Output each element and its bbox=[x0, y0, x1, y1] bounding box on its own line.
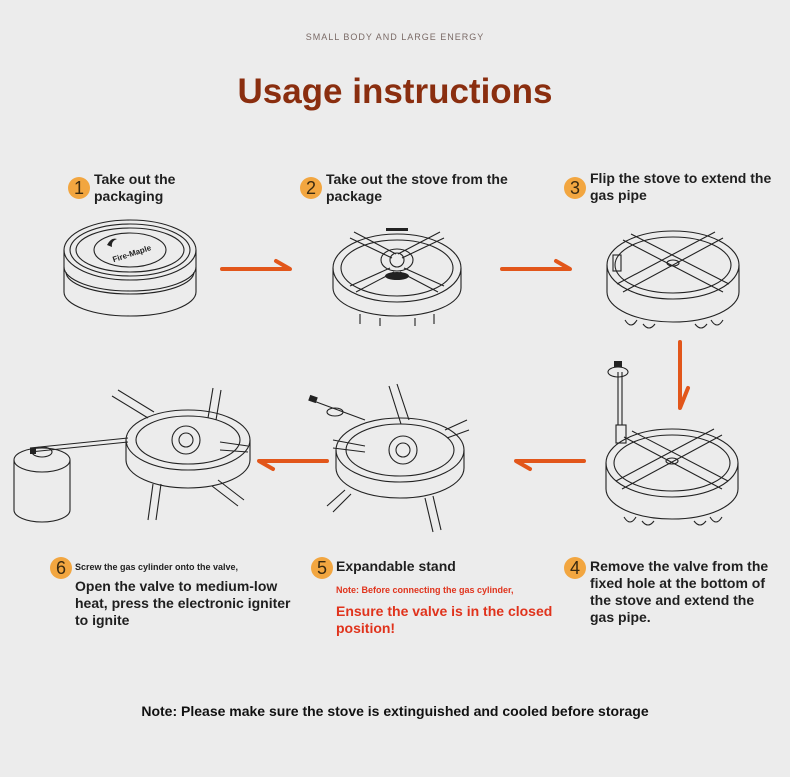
arrow-right-1 bbox=[220, 259, 292, 271]
step-6-line-2: heat, press the electronic igniter bbox=[75, 595, 291, 611]
step-2-text: Take out the stove from the package bbox=[326, 171, 508, 205]
step-5-warning-line-1: Ensure the valve is in the closed bbox=[336, 603, 553, 619]
step-1-badge: 1 bbox=[68, 177, 90, 199]
stove-flipped-illustration bbox=[606, 230, 740, 329]
step-6-text: Open the valve to medium-low heat, press… bbox=[75, 578, 291, 629]
step-4-line-1: Remove the valve from the bbox=[590, 558, 769, 574]
step-4-text: Remove the valve from the fixed hole at … bbox=[590, 558, 768, 626]
step-5-warning: Ensure the valve is in the closed positi… bbox=[336, 603, 552, 637]
step-4-badge: 4 bbox=[564, 557, 586, 579]
step-1-text: Take out the packaging bbox=[94, 171, 175, 205]
stove-valve-extended-illustration bbox=[605, 361, 739, 526]
step-3-line-1: Flip the stove to extend the bbox=[590, 170, 772, 186]
arrow-down-3 bbox=[678, 340, 690, 410]
page-title: Usage instructions bbox=[237, 72, 553, 111]
step-6-badge: 6 bbox=[50, 557, 72, 579]
step-5-warning-line-2: position! bbox=[336, 620, 396, 636]
stove-with-gas-cylinder-illustration bbox=[13, 387, 251, 523]
step-2-line-1: Take out the stove from the bbox=[326, 171, 508, 187]
step-4-line-3: the stove and extend the bbox=[590, 592, 755, 608]
step-1-line-2: packaging bbox=[94, 188, 164, 204]
step-1-line-1: Take out the bbox=[94, 171, 176, 187]
arrow-left-4 bbox=[514, 459, 586, 471]
step-6-small-text: Screw the gas cylinder onto the valve, bbox=[75, 562, 239, 572]
step-3-text: Flip the stove to extend the gas pipe bbox=[590, 170, 771, 204]
step-3-line-2: gas pipe bbox=[590, 187, 647, 203]
step-5-badge: 5 bbox=[311, 557, 333, 579]
step-4-line-4: gas pipe. bbox=[590, 609, 651, 625]
step-5-title: Expandable stand bbox=[336, 558, 456, 574]
step-6-line-3: to ignite bbox=[75, 612, 130, 628]
step-2-line-2: package bbox=[326, 188, 383, 204]
step-5-note-small: Note: Before connecting the gas cylinder… bbox=[336, 585, 514, 595]
step-6-line-1: Open the valve to medium-low bbox=[75, 578, 278, 594]
arrow-right-2 bbox=[500, 259, 572, 271]
packaged-stove-illustration: Fire-Maple bbox=[63, 219, 197, 317]
stove-folded-illustration bbox=[332, 228, 462, 326]
arrow-left-5 bbox=[257, 459, 329, 471]
footer-note: Note: Please make sure the stove is exti… bbox=[141, 703, 649, 719]
subtitle: SMALL BODY AND LARGE ENERGY bbox=[305, 32, 485, 42]
step-4-line-2: fixed hole at the bottom of bbox=[590, 575, 765, 591]
step-3-badge: 3 bbox=[564, 177, 586, 199]
stove-stand-expanded-illustration bbox=[308, 383, 470, 533]
svg-text:Fire-Maple: Fire-Maple bbox=[111, 243, 152, 264]
step-2-badge: 2 bbox=[300, 177, 322, 199]
